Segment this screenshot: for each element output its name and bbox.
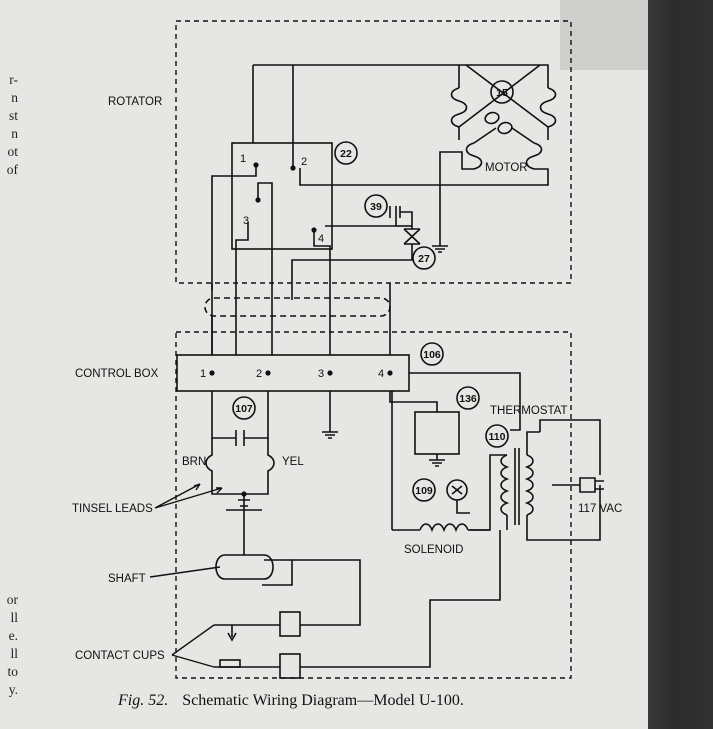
- margin-fragment: ll: [10, 646, 18, 661]
- rotator-terminal-4: 4: [318, 233, 324, 245]
- part-circle-15: [490, 80, 514, 104]
- cable-bundle: [204, 297, 391, 317]
- part-circle-22: [334, 141, 358, 165]
- solenoid-coil: [419, 523, 469, 533]
- control-terminal-1: 1: [200, 368, 206, 380]
- wiring-schematic: 1 2 3 4 1 2 3 4 15 22 39 27 106 107 136 …: [72, 20, 622, 679]
- motor-top-wire: [253, 64, 549, 88]
- part-number-39: 39: [370, 201, 382, 213]
- left-margin-text: r-n st n ot of or ll e. ll to y.: [0, 0, 20, 729]
- motor-coil-center: [484, 111, 500, 125]
- figure-caption: Fig. 52. Schematic Wiring Diagram—Model U…: [118, 692, 648, 710]
- control-terminal-labels: 1 2 3 4: [200, 368, 384, 380]
- plug: [579, 477, 596, 493]
- part-number-136: 136: [459, 393, 477, 405]
- motor-winding-lower-left: [465, 142, 483, 170]
- motor-winding-left: [450, 87, 468, 128]
- vac-label: 117 VAC: [578, 503, 622, 515]
- part-circle-109: [412, 478, 436, 502]
- shaft-label: SHAFT: [108, 573, 146, 585]
- margin-fragment: e.: [8, 628, 18, 643]
- part-number-22: 22: [340, 148, 352, 160]
- motor-winding-right: [539, 87, 557, 128]
- page-edge-shadow: [648, 0, 713, 729]
- control-terminal-3: 3: [318, 368, 324, 380]
- figure-title: Schematic Wiring Diagram—Model U-100.: [182, 692, 464, 709]
- tinsel-junction: [238, 499, 250, 507]
- margin-fragment: n: [11, 126, 18, 141]
- contact-cup-2: [279, 653, 301, 679]
- rotator-terminal-labels: 1 2 3 4: [240, 153, 324, 245]
- margin-fragment: st: [8, 108, 18, 123]
- control-terminal-4: 4: [378, 368, 384, 380]
- part-circle-39: [364, 194, 388, 218]
- rotator-terminal-board: [231, 142, 333, 250]
- motor-x-1: [458, 64, 541, 128]
- tinsel-leads-label: TINSEL LEADS: [72, 503, 153, 515]
- yel-label: YEL: [282, 456, 304, 468]
- part-circle-110: [485, 424, 509, 448]
- part-circle-107: [232, 396, 256, 420]
- control-terminal-2: 2: [256, 368, 262, 380]
- margin-fragment: or: [6, 592, 18, 607]
- rotator-terminal-2: 2: [301, 156, 307, 168]
- rotator-terminal-3: 3: [243, 215, 249, 227]
- capacitor-39: [389, 206, 401, 218]
- part-number-106: 106: [423, 349, 441, 361]
- part-number-15: 15: [496, 87, 508, 99]
- margin-fragment: to: [7, 664, 18, 679]
- capacitor-107: [235, 430, 245, 446]
- margin-fragment: ot: [7, 144, 18, 159]
- part-circle-27: [412, 246, 436, 270]
- figure-number: Fig. 52.: [118, 692, 169, 709]
- solenoid-block: [414, 411, 460, 455]
- switch-27: [403, 228, 421, 245]
- margin-fragment: r-: [9, 72, 18, 87]
- rotator-enclosure: [175, 20, 572, 284]
- thermostat-label: THERMOSTAT: [490, 405, 568, 417]
- control-enclosure: [175, 331, 572, 679]
- transformer-secondary: [524, 454, 534, 516]
- solenoid-label: SOLENOID: [404, 544, 463, 556]
- part-circle-106: [420, 342, 444, 366]
- rotator-terminal-1: 1: [240, 153, 246, 165]
- part-number-109: 109: [415, 485, 433, 497]
- part-number-110: 110: [489, 431, 506, 443]
- margin-fragment: ll: [10, 610, 18, 625]
- page-bleed: [560, 0, 648, 70]
- transformer-primary: [500, 454, 510, 516]
- contact-cups-label: CONTACT CUPS: [75, 650, 165, 662]
- control-box-label: CONTROL BOX: [75, 368, 159, 380]
- brn-label: BRN: [182, 456, 206, 468]
- transformer-core: [514, 448, 520, 525]
- shaft-body: [215, 554, 274, 580]
- part-circle-136: [456, 386, 480, 410]
- part-number-107: 107: [235, 403, 253, 415]
- part-number-27: 27: [418, 253, 430, 265]
- margin-fragment: n: [11, 90, 18, 105]
- motor-x-2: [465, 64, 549, 128]
- margin-fragment: of: [6, 162, 18, 177]
- motor-label: MOTOR: [485, 162, 528, 174]
- contact-cup-1: [279, 611, 301, 637]
- rotator-label: ROTATOR: [108, 96, 162, 108]
- margin-fragment: y.: [8, 682, 18, 697]
- book-page: r-n st n ot of or ll e. ll to y.: [0, 0, 648, 729]
- motor-winding-lower-right: [525, 142, 543, 170]
